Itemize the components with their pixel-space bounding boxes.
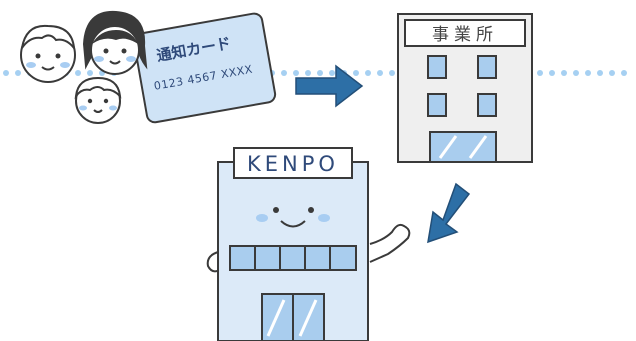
office-window xyxy=(427,93,447,117)
kenpo-building-icon: KENPO xyxy=(206,147,411,341)
kenpo-sign: KENPO xyxy=(247,152,339,176)
kenpo-face xyxy=(256,207,330,228)
arrow-down-left-icon xyxy=(427,182,471,244)
dotted-line-right xyxy=(537,70,627,76)
office-sign: 事業所 xyxy=(432,25,498,45)
office-window xyxy=(477,55,497,79)
kenpo-window-strip xyxy=(229,245,357,271)
child-face xyxy=(74,76,122,124)
office-window xyxy=(427,55,447,79)
mother-face xyxy=(82,10,148,75)
family-icon xyxy=(20,10,148,124)
office-building-icon: 事業所 xyxy=(397,13,533,163)
father-face xyxy=(20,24,76,83)
notification-card-icon: 通知カード 0123 4567 XXXX xyxy=(132,12,277,124)
arrow-right-icon xyxy=(295,64,364,108)
office-window xyxy=(477,93,497,117)
dotted-line-middle xyxy=(269,70,395,76)
